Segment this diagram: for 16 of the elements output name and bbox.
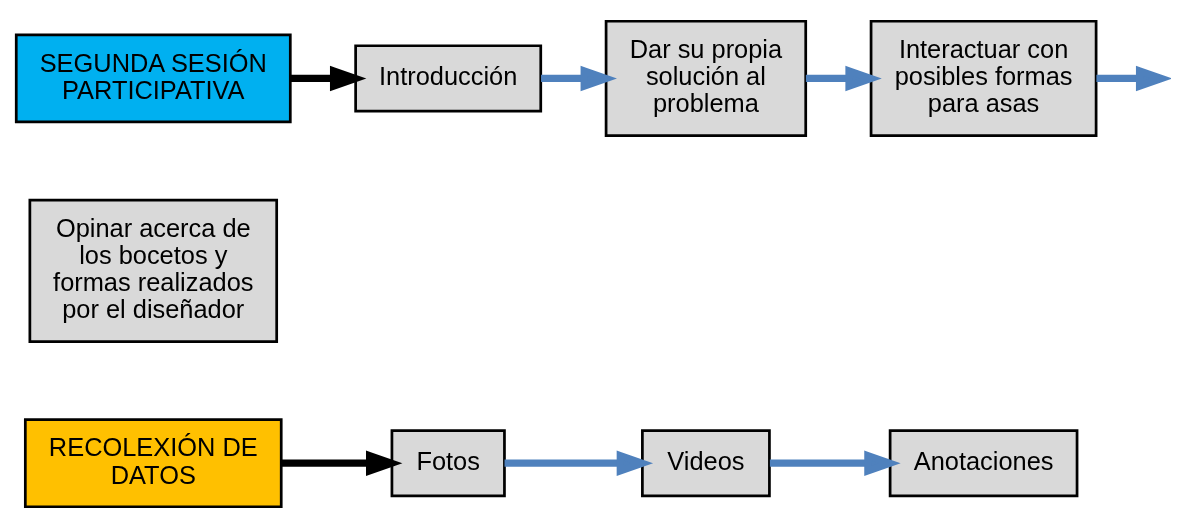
node-box: Fotos [390, 428, 506, 497]
node-box: RECOLEXIÓN DE DATOS [23, 417, 283, 508]
node-box: Opinar acerca de los bocetos y formas realizados por el diseñador [28, 198, 279, 343]
node-box: Introducción [354, 43, 543, 112]
arrow [504, 449, 654, 476]
arrow [290, 65, 367, 91]
node-box: Dar su propia solución al problema [604, 19, 808, 137]
arrow [541, 65, 617, 91]
arrow [805, 65, 882, 91]
arrow [769, 449, 901, 476]
node-box: SEGUNDA SESIÓN PARTICIPATIVA [14, 33, 292, 123]
node-box: Videos [641, 428, 771, 497]
arrow [1096, 65, 1171, 91]
arrow [282, 449, 403, 476]
node-box: Anotaciones [888, 428, 1079, 497]
node-box: Interactuar con posibles formas para asas [869, 19, 1098, 137]
